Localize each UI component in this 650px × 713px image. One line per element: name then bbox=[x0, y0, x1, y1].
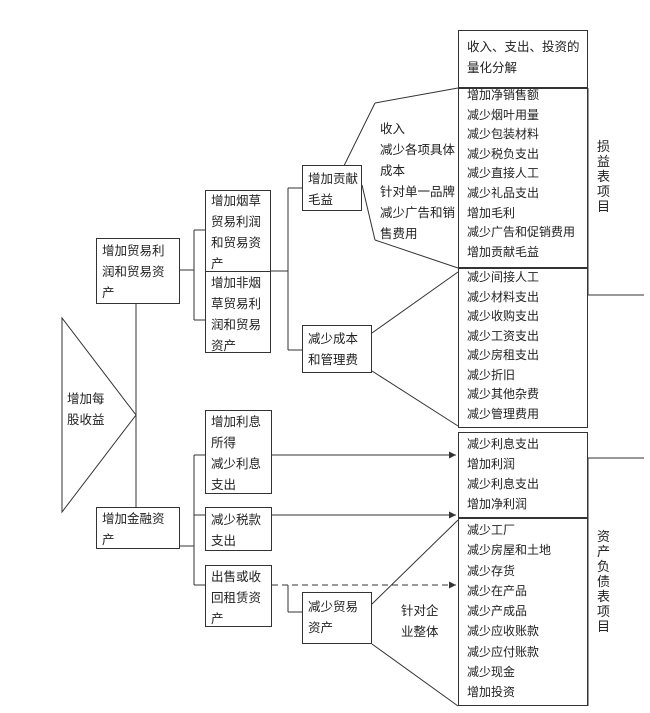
revenue-items: 增加净销售额 减少烟叶用量 减少包装材料 减少税负支出 减少直接人工 减少礼品支… bbox=[467, 88, 576, 259]
non-tobacco-trade-label: 增加非烟 草贸易利 润和贸易 资产 bbox=[211, 275, 262, 353]
quant-header: 收入、支出、投资的 量化分解 bbox=[458, 30, 588, 88]
contribution-margin-label: 增加贡献 毛益 bbox=[308, 171, 359, 207]
non-tobacco-trade-node: 增加非烟 草贸易利 润和贸易 资产 bbox=[205, 271, 271, 353]
tax-node: 减少税款 支出 bbox=[205, 507, 272, 551]
asset-items-box: 减少工厂 减少房屋和土地 减少存货 减少在产品 减少产成品 减少应收账款 减少应… bbox=[458, 518, 588, 706]
balance-sheet-label: 资产负债表项目 bbox=[596, 530, 610, 635]
root-label: 增加每 股收益 bbox=[67, 391, 105, 427]
quant-header-label: 收入、支出、投资的 量化分解 bbox=[467, 39, 580, 75]
reduce-assets-node: 减少贸易 资产 bbox=[302, 592, 372, 644]
contribution-margin-node: 增加贡献 毛益 bbox=[302, 165, 362, 211]
income-statement-label: 损益表项目 bbox=[596, 140, 610, 215]
trade-profit-node: 增加贸易利 润和贸易资 产 bbox=[96, 238, 180, 304]
trade-profit-label: 增加贸易利 润和贸易资 产 bbox=[102, 243, 165, 300]
sell-lease-node: 出售或收 回租赁资 产 bbox=[205, 565, 272, 627]
tobacco-trade-label: 增加烟草 贸易利润 和贸易资 产 bbox=[211, 193, 262, 271]
asset-items: 减少工厂 减少房屋和土地 减少存货 减少在产品 减少产成品 减少应收账款 减少应… bbox=[467, 523, 552, 700]
cost-mgmt-node: 减少成本 和管理费 bbox=[302, 325, 372, 373]
interest-items-box: 减少利息支出 增加利润 减少利息支出 增加净利润 bbox=[458, 432, 588, 518]
income-note: 收入 减少各项具体 成本 针对单一品牌 减少广告和销 售费用 bbox=[380, 121, 456, 241]
interest-items: 减少利息支出 增加利润 减少利息支出 增加净利润 bbox=[467, 437, 540, 511]
finance-assets-label: 增加金融资 产 bbox=[102, 511, 165, 547]
cost-items-box: 减少间接人工 减少材料支出 减少收购支出 减少工资支出 减少房租支出 减少折旧 … bbox=[458, 268, 588, 428]
finance-assets-node: 增加金融资 产 bbox=[96, 507, 180, 549]
interest-income-node: 增加利息 所得 减少利息 支出 bbox=[205, 410, 272, 494]
tobacco-trade-node: 增加烟草 贸易利润 和贸易资 产 bbox=[205, 190, 271, 272]
interest-income-label: 增加利息 所得 减少利息 支出 bbox=[211, 414, 262, 492]
cost-mgmt-label: 减少成本 和管理费 bbox=[308, 331, 359, 367]
sell-lease-label: 出售或收 回租赁资 产 bbox=[211, 569, 262, 626]
enterprise-note: 针对企 业整体 bbox=[401, 603, 439, 639]
revenue-items-box: 增加净销售额 减少烟叶用量 减少包装材料 减少税负支出 减少直接人工 减少礼品支… bbox=[458, 88, 588, 268]
tax-label: 减少税款 支出 bbox=[211, 512, 262, 548]
cost-items: 减少间接人工 减少材料支出 减少收购支出 减少工资支出 减少房租支出 减少折旧 … bbox=[467, 270, 540, 421]
root-triangle bbox=[61, 316, 137, 514]
reduce-assets-label: 减少贸易 资产 bbox=[308, 599, 359, 635]
